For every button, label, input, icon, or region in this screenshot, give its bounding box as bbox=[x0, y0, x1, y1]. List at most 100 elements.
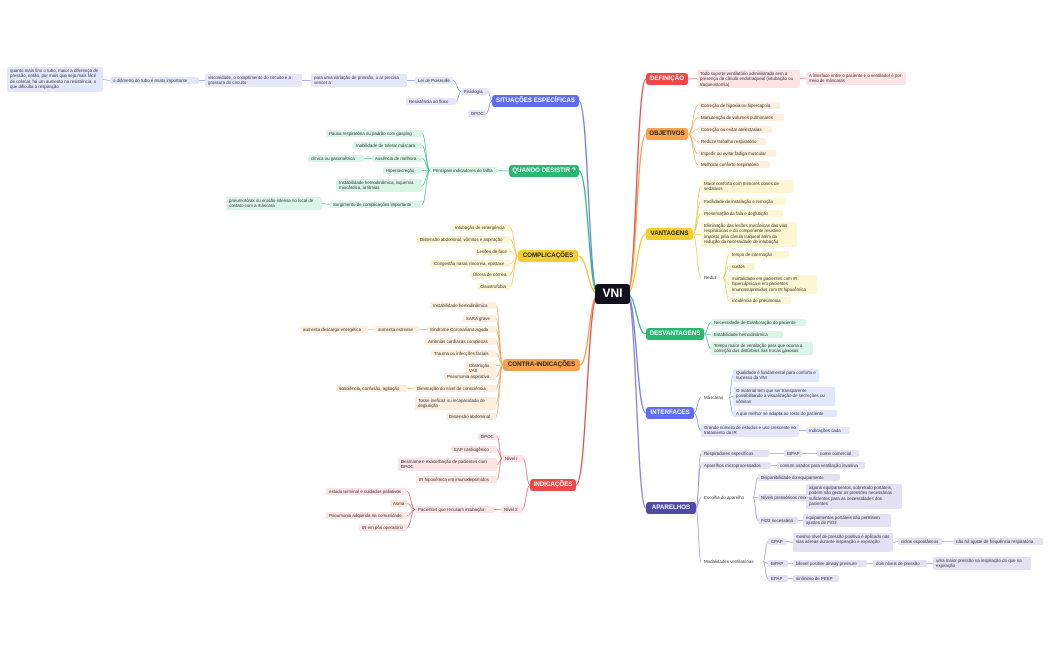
topic-sit1111[interactable]: viscosidade, o comprimento do circuito e… bbox=[205, 74, 302, 87]
topic-ci1[interactable]: Instabilidade hemodinâmica bbox=[430, 302, 496, 310]
topic-apa43[interactable]: EPAP bbox=[768, 575, 788, 583]
topic-ci10[interactable]: Distensão abdominal bbox=[446, 413, 496, 421]
branch-obj[interactable]: OBJETIVOS bbox=[646, 128, 688, 140]
topic-apa4111[interactable]: ciclos espontâneos bbox=[898, 538, 942, 546]
topic-ind2[interactable]: Nível 2 bbox=[501, 506, 522, 514]
topic-qd14[interactable]: Hipersecreção bbox=[383, 167, 422, 175]
topic-apa41[interactable]: CPAP bbox=[768, 538, 786, 546]
topic-apa41111[interactable]: não há ajuste de frequência respiratória bbox=[953, 538, 1043, 546]
topic-van2[interactable]: Facilidade de instalação e remoção bbox=[701, 198, 785, 206]
topic-ci3[interactable]: Síndrome Coronariana Aguda bbox=[427, 326, 496, 334]
topic-apa4211[interactable]: dois níveis de pressão bbox=[873, 560, 927, 568]
topic-com4[interactable]: Congestão nasal, rinorreia, epistaxe bbox=[431, 260, 510, 268]
topic-sit12[interactable]: Resistência ao fluxo bbox=[406, 98, 456, 106]
topic-van4[interactable]: Eliminação das lesões mecânicas das vias… bbox=[701, 222, 797, 247]
topic-ind1[interactable]: Nível I bbox=[502, 455, 523, 463]
topic-apa4[interactable]: Modalidades ventilatórias bbox=[704, 559, 754, 564]
topic-apa111[interactable]: nome comercial bbox=[817, 450, 859, 458]
topic-van51[interactable]: tempo de internação bbox=[729, 251, 789, 259]
topic-sit1[interactable]: Fisiologia bbox=[461, 88, 488, 96]
topic-ci7[interactable]: Pneumonia aspirativa bbox=[444, 373, 496, 381]
topic-apa2[interactable]: Aparelhos microprocessados bbox=[701, 462, 771, 470]
branch-sit[interactable]: SITUAÇÕES ESPECÍFICAS bbox=[492, 95, 579, 107]
topic-apa321[interactable]: alguns equipamentos, sobretudo portáteis… bbox=[806, 484, 902, 509]
topic-ci2[interactable]: SARA grave bbox=[463, 315, 496, 323]
topic-qd161[interactable]: pneumotórax ou erosão intensa no local d… bbox=[226, 197, 322, 210]
topic-ind211[interactable]: estado terminal e cuidados paliativos bbox=[326, 488, 407, 496]
topic-int13[interactable]: A que melhor se adapta ao rosto do pacie… bbox=[733, 410, 837, 418]
topic-qd16[interactable]: Surgimento de complicações importante bbox=[330, 201, 422, 209]
topic-apa331[interactable]: equipamentos portáteis não permitem ajus… bbox=[803, 514, 891, 527]
topic-ci311[interactable]: aumenta descarga energética bbox=[300, 326, 368, 334]
topic-ci4[interactable]: Arritmias cardíacas complexas bbox=[425, 338, 496, 346]
topic-com5[interactable]: Úlcera de córnea bbox=[470, 271, 510, 279]
topic-ind12[interactable]: EAP cardiogênico bbox=[451, 446, 497, 454]
topic-com3[interactable]: Lesões de face bbox=[474, 248, 510, 256]
topic-ci5[interactable]: Trauma ou infecções faciais bbox=[431, 350, 496, 358]
topic-van1[interactable]: Maior conforto com menores doses de seda… bbox=[701, 180, 793, 193]
topic-qd15[interactable]: Instabilidade hemodinâmica, isquemia mio… bbox=[336, 179, 422, 192]
topic-int12[interactable]: O material tem que ser transparente poss… bbox=[733, 387, 835, 406]
topic-apa42[interactable]: BiPAP bbox=[768, 560, 788, 568]
topic-ind14[interactable]: IR hipoxêmica em imunodeprimidos bbox=[416, 476, 497, 484]
branch-ind[interactable]: INDICAÇÕES bbox=[530, 479, 576, 491]
topic-apa421[interactable]: bilevel positive airway pressure bbox=[793, 560, 867, 568]
topic-ind21[interactable]: Pacientes que recusam intubação bbox=[415, 506, 494, 514]
branch-van[interactable]: VANTAGENS bbox=[646, 228, 693, 240]
topic-com6[interactable]: Claustrofobia bbox=[477, 283, 510, 291]
topic-com2[interactable]: Distensão abdominal, vômitos e aspiração bbox=[417, 236, 510, 244]
topic-ci9[interactable]: Tosse ineficaz ou incapacidade de deglut… bbox=[415, 397, 496, 410]
topic-des2[interactable]: Estabilidade hemodinâmica bbox=[711, 331, 783, 339]
topic-def1[interactable]: Todo suporte ventilatório administrado s… bbox=[697, 70, 800, 89]
topic-ci8[interactable]: Diminuição do nível de consciência bbox=[414, 385, 496, 393]
topic-ind213[interactable]: Pneumonia adquirida na comunidade bbox=[326, 512, 407, 520]
topic-des1[interactable]: Necessidade de Colaboração do paciente bbox=[711, 319, 806, 327]
branch-qd[interactable]: QUANDO DESISTIR ? bbox=[509, 165, 579, 177]
topic-def2[interactable]: A interface entre o paciente e o ventila… bbox=[806, 72, 906, 85]
topic-sit111[interactable]: para uma variação de pressão, o ar preci… bbox=[311, 74, 407, 87]
topic-sit2[interactable]: DPOC bbox=[468, 110, 486, 118]
topic-qd131[interactable]: clínica ou gasométrica bbox=[308, 155, 364, 163]
topic-ind212[interactable]: Asma bbox=[390, 500, 407, 508]
branch-apa[interactable]: APARELHOS bbox=[646, 502, 696, 514]
branch-ci[interactable]: CONTRA-INDICAÇÕES bbox=[503, 359, 580, 371]
topic-qd13[interactable]: Ausência de melhora bbox=[372, 155, 422, 163]
topic-ind11[interactable]: DPOC bbox=[478, 433, 497, 441]
root-node-vni[interactable]: VNI bbox=[595, 284, 630, 304]
topic-sit111111[interactable]: quanto mais fino o tubo, maior a diferen… bbox=[7, 67, 103, 92]
topic-qd12[interactable]: Inabilidade de tolerar máscara bbox=[353, 142, 422, 150]
branch-int[interactable]: INTERFACES bbox=[646, 407, 694, 419]
topic-qd11[interactable]: Pausa respiratória ou padrão com gasping bbox=[326, 130, 422, 138]
topic-int2[interactable]: Grande número de estudos e uso crescente… bbox=[701, 424, 799, 437]
topic-van53[interactable]: mortalidade em pacientes com IR hipercáp… bbox=[729, 275, 817, 294]
topic-obj1[interactable]: Correção de hipoxia ou hipercapnia bbox=[698, 102, 780, 110]
topic-apa431[interactable]: sinônimo de PEEP bbox=[793, 575, 839, 583]
topic-qd1[interactable]: Principais indicadores de falha bbox=[430, 167, 498, 175]
topic-apa32[interactable]: Níveis pressóricos necessários bbox=[758, 494, 826, 502]
topic-ci31[interactable]: aumenta estresse bbox=[375, 326, 419, 334]
topic-obj3[interactable]: Correção ou evitar atelectasias bbox=[698, 126, 772, 134]
topic-ind13[interactable]: Desmame e exacerbação de pacientes com D… bbox=[398, 458, 497, 471]
branch-des[interactable]: DESVANTAGENS bbox=[646, 328, 704, 340]
topic-apa31[interactable]: Disponibilidade do equipamento bbox=[758, 474, 840, 482]
topic-apa411[interactable]: mesmo nível de pressão positiva é aplica… bbox=[793, 533, 893, 552]
topic-ind214[interactable]: IR em pós operatório bbox=[359, 524, 407, 532]
topic-van3[interactable]: Preservação da fala e deglutição bbox=[701, 210, 783, 218]
topic-apa21[interactable]: comum usados para ventilação invasiva bbox=[777, 462, 865, 470]
topic-apa11[interactable]: BIPAP bbox=[784, 450, 802, 458]
topic-apa33[interactable]: FiO2 necessária bbox=[758, 517, 798, 525]
topic-sit11111[interactable]: o diâmetro do tubo é muito importante bbox=[110, 77, 199, 85]
topic-van54[interactable]: incidência de pneumonia bbox=[729, 297, 791, 305]
topic-van52[interactable]: custos bbox=[729, 263, 755, 271]
topic-apa3[interactable]: Escolha do aparelho bbox=[704, 495, 745, 500]
topic-int21[interactable]: Indicações cada bbox=[806, 427, 850, 435]
topic-ci81[interactable]: sonolência, confusão, agitação bbox=[336, 385, 407, 393]
topic-obj2[interactable]: Manutenção de volumes pulmonares bbox=[698, 114, 784, 122]
topic-obj5[interactable]: Impedir ou evitar fadiga muscular bbox=[698, 150, 776, 158]
topic-sit11[interactable]: Lei de Poiseuille bbox=[415, 77, 453, 85]
topic-com1[interactable]: Intubação de emergência bbox=[452, 224, 510, 232]
topic-van5[interactable]: Reduz bbox=[704, 275, 717, 280]
topic-obj4[interactable]: Reduzir trabalho respiratório bbox=[698, 138, 766, 146]
topic-apa1[interactable]: Respiradores específicos bbox=[701, 450, 769, 458]
topic-des3[interactable]: Tempo maior de ventilação para que ocorr… bbox=[711, 342, 813, 355]
